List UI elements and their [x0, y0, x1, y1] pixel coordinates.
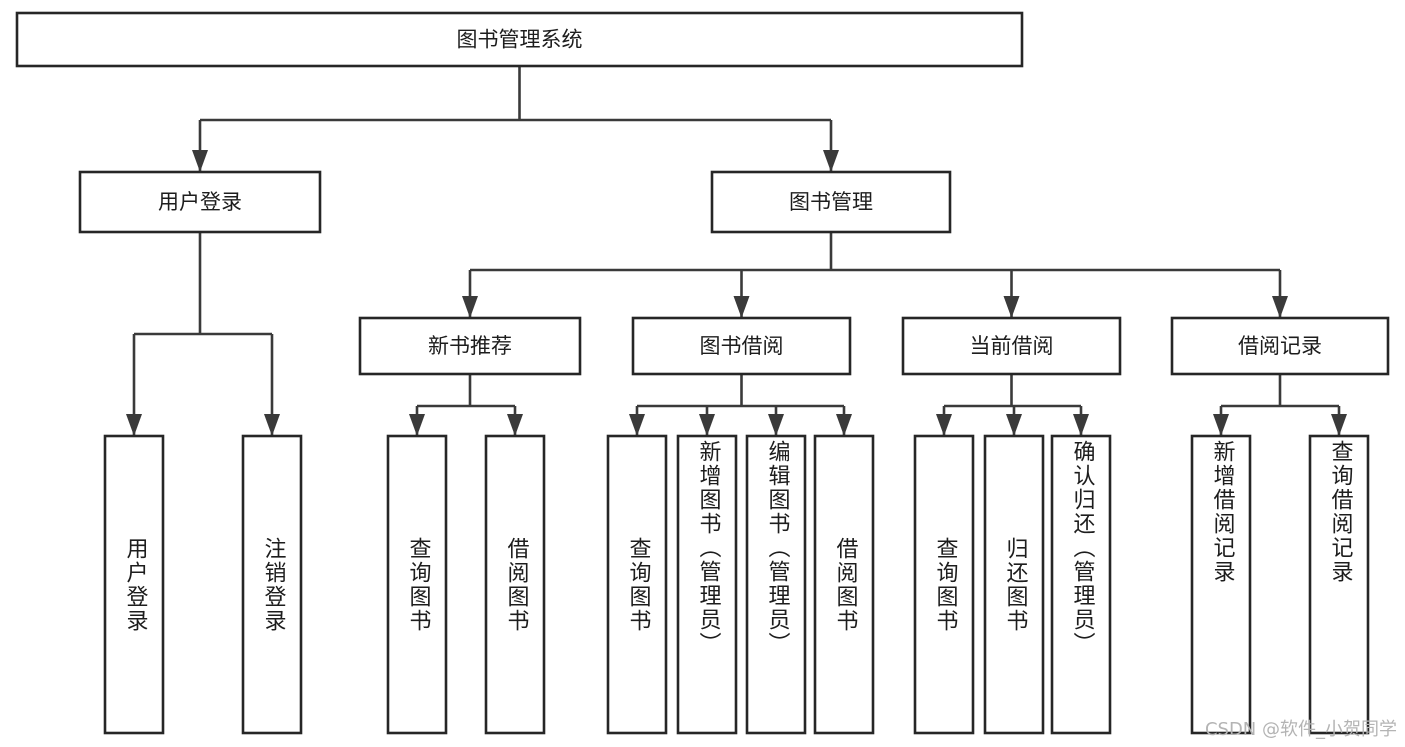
arrow-head-leaf-cb-query: [936, 414, 952, 436]
arrow-head-leaf-user-login: [126, 414, 142, 436]
node-box-borrow-record[interactable]: [1170, 316, 1390, 376]
arrow-head-leaf-cb-return: [1006, 414, 1022, 436]
arrow-head-book-manage: [823, 150, 839, 172]
arrow-head-leaf-br-query: [1331, 414, 1347, 436]
arrow-head-leaf-bb-query: [629, 414, 645, 436]
node-label-book-manage: 图书管理: [789, 190, 873, 214]
node-box-root[interactable]: [15, 11, 1024, 68]
node-box-leaf-cb-query[interactable]: [913, 434, 975, 735]
arrow-head-leaf-br-add: [1213, 414, 1229, 436]
arrow-head-current-borrow: [1003, 296, 1020, 318]
node-box-leaf-rec-borrow[interactable]: [484, 434, 546, 735]
node-box-leaf-cb-return[interactable]: [983, 434, 1045, 735]
node-box-new-book-rec[interactable]: [358, 316, 582, 376]
arrow-head-leaf-bb-edit: [768, 414, 784, 436]
node-box-current-borrow[interactable]: [901, 316, 1122, 376]
arrow-head-leaf-bb-borrow: [836, 414, 852, 436]
node-label-root: 图书管理系统: [457, 28, 583, 52]
connector-layer: [126, 66, 1347, 436]
node-box-layer: [15, 11, 1390, 735]
arrow-head-leaf-rec-query: [409, 414, 425, 436]
node-box-book-manage[interactable]: [710, 170, 952, 234]
arrow-head-leaf-user-logout: [264, 414, 280, 436]
node-label-current-borrow: 当前借阅: [970, 334, 1054, 358]
node-label-new-book-rec: 新书推荐: [428, 334, 512, 358]
node-box-leaf-br-query[interactable]: [1308, 434, 1370, 735]
arrow-head-leaf-cb-confirm: [1073, 414, 1089, 436]
arrow-head-user-login: [192, 150, 208, 172]
arrow-head-borrow-record: [1272, 296, 1288, 318]
node-box-leaf-bb-borrow[interactable]: [813, 434, 875, 735]
node-box-leaf-user-logout[interactable]: [241, 434, 303, 735]
node-box-leaf-br-add[interactable]: [1190, 434, 1252, 735]
arrow-head-new-book-rec: [462, 296, 478, 318]
node-box-leaf-cb-confirm[interactable]: [1050, 434, 1112, 735]
node-box-leaf-user-login[interactable]: [103, 434, 165, 735]
node-box-book-borrow[interactable]: [631, 316, 852, 376]
node-box-leaf-bb-add[interactable]: [676, 434, 738, 735]
node-label-user-login: 用户登录: [158, 190, 242, 214]
node-label-borrow-record: 借阅记录: [1238, 334, 1322, 358]
arrow-head-book-borrow: [733, 296, 750, 318]
node-box-user-login[interactable]: [78, 170, 322, 234]
arrow-head-leaf-bb-add: [699, 414, 715, 436]
node-label-book-borrow: 图书借阅: [700, 334, 784, 358]
node-box-leaf-rec-query[interactable]: [386, 434, 448, 735]
node-box-leaf-bb-edit[interactable]: [745, 434, 807, 735]
node-box-leaf-bb-query[interactable]: [606, 434, 668, 735]
arrow-head-leaf-rec-borrow: [507, 414, 523, 436]
